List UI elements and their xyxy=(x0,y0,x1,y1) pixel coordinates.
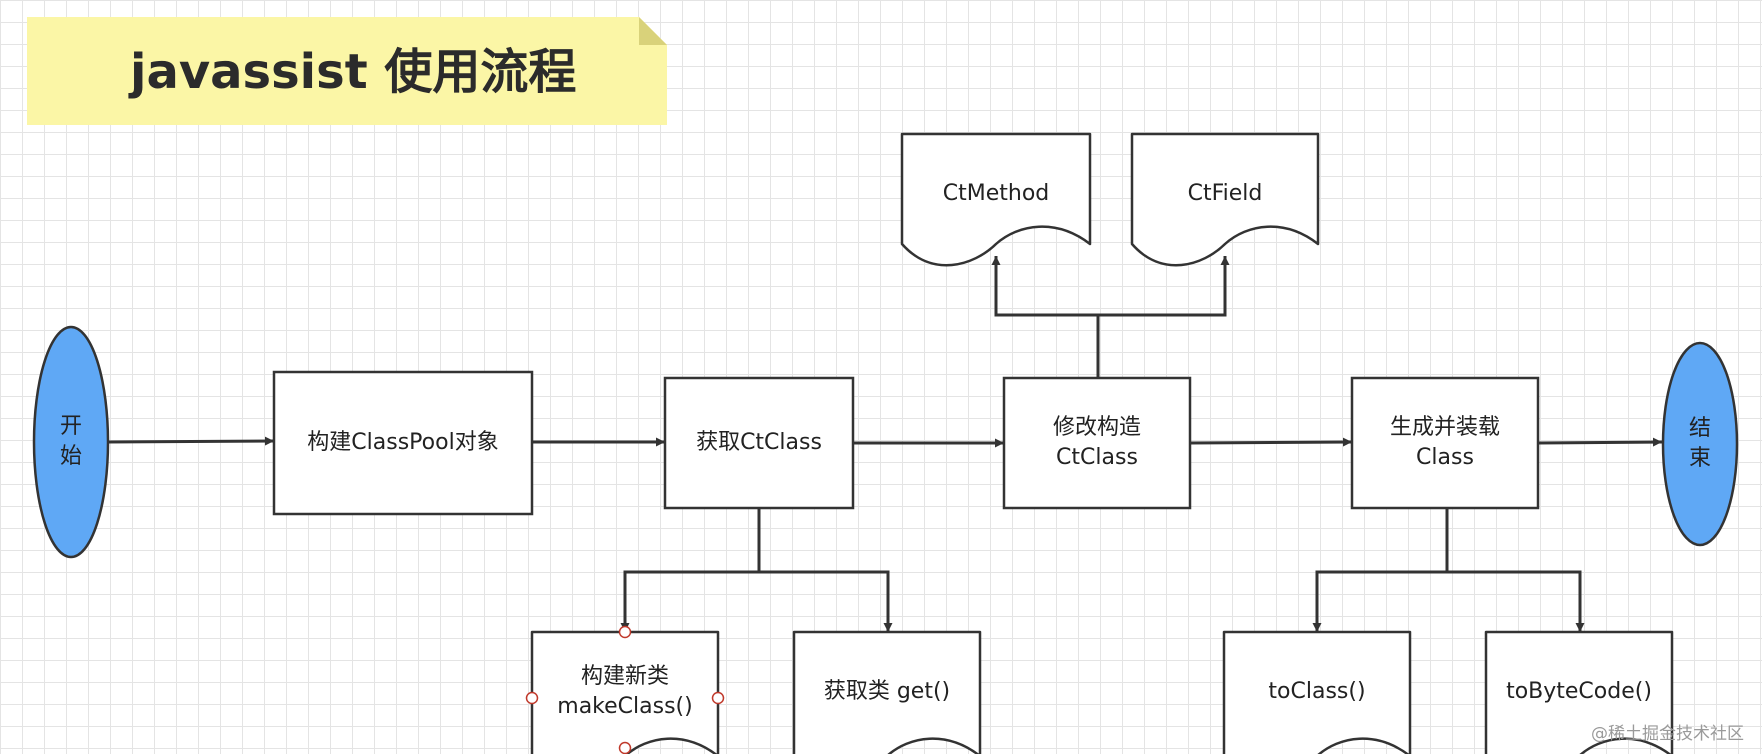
start-terminal-label: 开 始 xyxy=(59,414,82,469)
get-ctclass-label: 获取CtClass xyxy=(696,430,822,455)
generate-class-box xyxy=(1350,376,1540,510)
to-bytecode-doc xyxy=(1484,630,1674,754)
selection-handle-1 xyxy=(618,625,632,639)
make-class-doc-label: 构建新类 makeClass() xyxy=(557,664,693,719)
connector-start-to-pool xyxy=(107,436,275,446)
selection-handle-2 xyxy=(525,691,539,705)
ctfield-doc xyxy=(1130,132,1320,267)
get-class-doc-label: 获取类 get() xyxy=(823,679,951,704)
make-class-doc xyxy=(530,630,720,754)
diagram-title: javassist 使用流程 xyxy=(130,44,577,100)
ctfield-doc-label: CtField xyxy=(1187,181,1263,206)
to-class-doc xyxy=(1222,630,1412,754)
watermark: @稀土掘金技术社区 xyxy=(1591,724,1744,744)
build-classpool-box xyxy=(272,370,534,516)
generate-class-label: 生成并装载 Class xyxy=(1389,415,1500,470)
modify-ctclass-label: 修改构造 CtClass xyxy=(1052,415,1141,470)
connector-get-branch-left xyxy=(620,570,759,632)
selection-handle-3 xyxy=(711,691,725,705)
build-classpool-label: 构建ClassPool对象 xyxy=(307,430,499,455)
get-class-doc xyxy=(792,630,982,754)
connector-modify-branch-left xyxy=(991,256,1098,317)
connector-generate-to-end xyxy=(1537,437,1663,447)
end-terminal xyxy=(1661,341,1739,547)
connector-get-branch-right xyxy=(759,570,893,632)
modify-ctclass-box xyxy=(1002,376,1192,510)
title-note xyxy=(27,17,667,125)
end-terminal-label: 结 束 xyxy=(1688,416,1711,471)
ctmethod-doc xyxy=(900,132,1092,267)
to-bytecode-doc-label: toByteCode() xyxy=(1506,679,1652,704)
connector-generate-branch-left xyxy=(1312,570,1447,632)
connector-generate-branch-right xyxy=(1447,570,1585,632)
connector-modify-to-generate xyxy=(1189,437,1353,447)
to-class-doc-label: toClass() xyxy=(1268,679,1366,704)
ctmethod-doc-label: CtMethod xyxy=(942,181,1050,206)
connector-modify-branch-right xyxy=(1098,256,1230,317)
